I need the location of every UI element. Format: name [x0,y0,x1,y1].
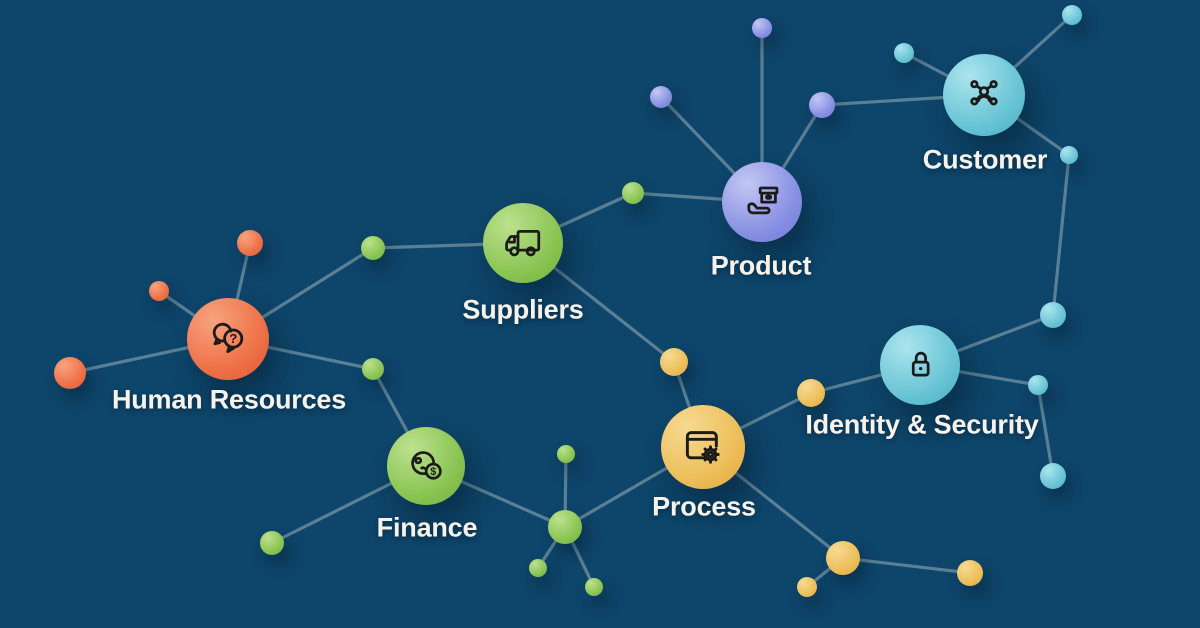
node-label-identity-security: Identity & Security [805,409,1039,440]
node-finance: $ [387,427,465,505]
satellite-dot-g1 [361,236,385,260]
edge-c5-c6 [1036,383,1055,478]
satellite-dot-p3 [809,92,835,118]
person-network-icon [960,71,1008,119]
globe-dollar-icon: $ [403,443,449,489]
satellite-dot-g2 [622,182,644,204]
satellite-dot-y5 [957,560,983,586]
box-in-hand-icon [739,179,786,226]
node-product [722,162,802,242]
svg-text:?: ? [229,331,237,346]
satellite-dot-y4 [797,577,817,597]
satellite-dot-c2 [1062,5,1082,25]
node-label-suppliers: Suppliers [462,294,584,325]
node-label-finance: Finance [376,512,478,543]
lock-icon [897,342,944,389]
node-label-human-resources: Human Resources [111,384,347,415]
node-label-customer: Customer [922,144,1048,175]
satellite-dot-g5 [548,510,582,544]
svg-text:$: $ [430,466,436,478]
chat-question-icon: ? [204,315,252,363]
edge-c3-c4 [1051,153,1071,317]
satellite-dot-o2 [237,230,263,256]
satellite-dot-c6 [1040,463,1066,489]
node-identity-security [880,325,960,405]
satellite-dot-y1 [660,348,688,376]
satellite-dot-c5 [1028,375,1048,395]
node-label-product: Product [710,250,812,281]
satellite-dot-g8 [585,578,603,596]
satellite-dot-p2 [752,18,772,38]
truck-icon [500,220,547,267]
node-suppliers [483,203,563,283]
window-gear-icon [678,422,728,472]
node-customer [943,54,1025,136]
node-process [661,405,745,489]
satellite-dot-c1 [894,43,914,63]
satellite-dot-o3 [54,357,86,389]
satellite-dot-p1 [650,86,672,108]
satellite-dot-y2 [797,379,825,407]
node-human-resources: ? [187,298,269,380]
edge-y3-y5 [841,556,972,575]
node-label-process: Process [652,491,756,522]
satellite-dot-c3 [1060,146,1078,164]
satellite-dot-g6 [557,445,575,463]
satellite-dot-g3 [362,358,384,380]
satellite-dot-c4 [1040,302,1066,328]
satellite-dot-y3 [826,541,860,575]
satellite-dot-g4 [260,531,284,555]
satellite-dot-o1 [149,281,169,301]
satellite-dot-g7 [529,559,547,577]
